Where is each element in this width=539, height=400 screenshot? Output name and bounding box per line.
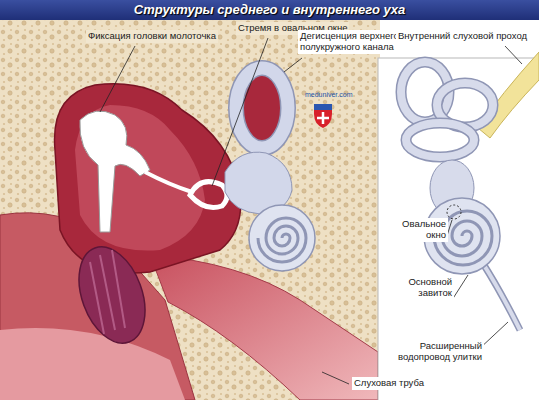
logo-cross <box>317 112 329 124</box>
temporal-bone <box>0 18 380 400</box>
stapes <box>190 182 227 208</box>
watermark: meduniver.com <box>303 90 354 100</box>
part-label: Овальное окно <box>388 218 448 242</box>
logo-top <box>314 104 332 110</box>
part-label: Основной завиток <box>388 276 454 300</box>
part-label: Дегисценция верхнего полукружного канала <box>298 30 410 54</box>
leader-lines <box>100 38 522 384</box>
oval-window-mark <box>447 205 461 219</box>
part-label: Расширенный водопровод улитки <box>384 340 484 364</box>
part-label: Фиксация головки молоточка <box>86 30 218 43</box>
soft-tissue <box>0 328 185 400</box>
superior-canal <box>236 68 288 148</box>
part-label: Внутренний слуховой проход <box>396 30 529 43</box>
incus-process <box>145 172 192 192</box>
inset-panel <box>378 58 539 400</box>
tympanic-membrane <box>67 238 158 352</box>
malleus-incus <box>80 111 150 232</box>
canal-outline <box>236 68 288 148</box>
eustachian-tube <box>150 255 378 400</box>
membrane-folds <box>90 250 125 334</box>
logo-shield <box>314 104 332 128</box>
title-text: Структуры среднего и внутреннего уха <box>0 0 539 20</box>
tympanic-cavity <box>55 84 241 273</box>
inset-canals <box>401 62 493 157</box>
cochlea <box>249 205 315 271</box>
cochlea-spiral <box>258 218 306 262</box>
cavity-mucosa <box>75 105 205 251</box>
aqueduct-outline <box>482 262 520 330</box>
part-label: Слуховая труба <box>352 377 426 390</box>
cochlear-aqueduct <box>482 262 520 330</box>
title-band: Структуры среднего и внутреннего уха <box>0 0 539 20</box>
